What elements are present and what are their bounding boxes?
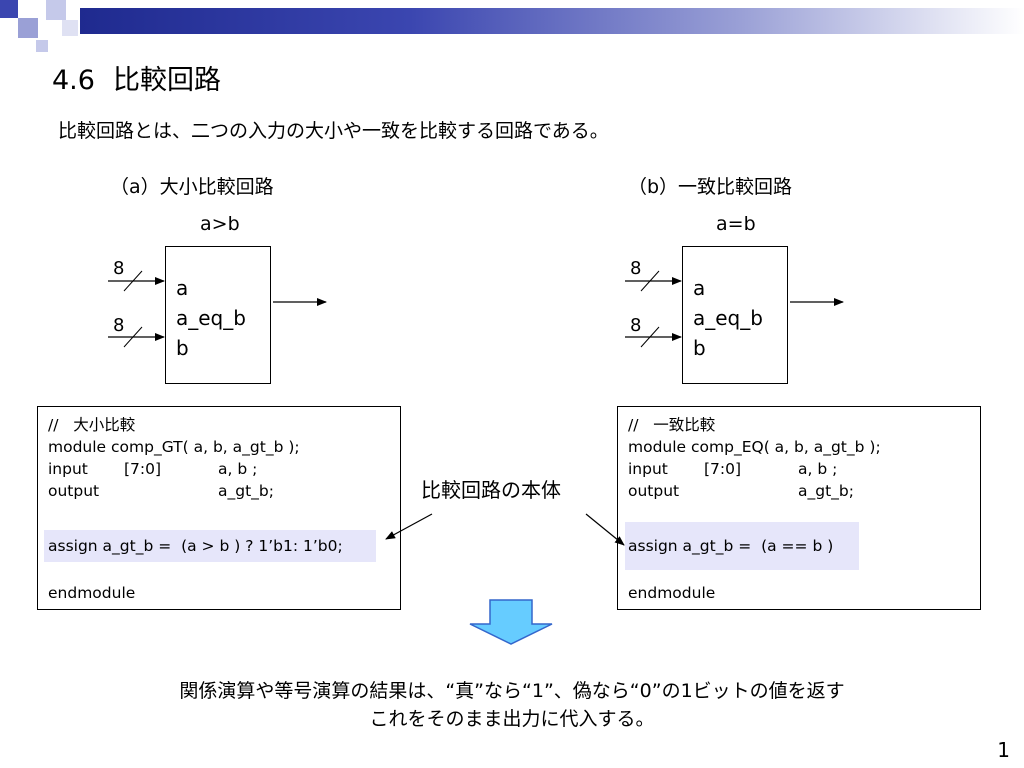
right-code-input-range: [7:0] bbox=[704, 460, 742, 478]
left-condition: a>b bbox=[200, 213, 240, 235]
decor-square-3 bbox=[46, 0, 66, 20]
bottom-text-line2: これをそのまま出力に代入する。 bbox=[369, 708, 655, 730]
right-assign-highlight bbox=[625, 522, 859, 570]
right-input-b-slash bbox=[640, 326, 660, 348]
right-code-input-kw: input bbox=[628, 460, 668, 478]
left-code-assign: assign a_gt_b = (a > b ) ? 1’b1: 1’b0; bbox=[48, 537, 343, 555]
left-code-input-ports: a, b ; bbox=[218, 460, 258, 478]
right-condition: a=b bbox=[716, 213, 756, 235]
right-port-b: b bbox=[693, 336, 706, 360]
left-code-end: endmodule bbox=[48, 584, 136, 602]
right-code-output-port: a_gt_b; bbox=[798, 482, 854, 500]
left-code-input-range: [7:0] bbox=[124, 460, 162, 478]
left-comparator-block bbox=[165, 246, 271, 384]
decor-square-5 bbox=[62, 20, 78, 36]
right-subtitle: （b）一致比較回路 bbox=[628, 176, 793, 198]
right-code-input-ports: a, b ; bbox=[798, 460, 838, 478]
left-bus-width-b: 8 bbox=[113, 315, 125, 336]
right-code-assign: assign a_gt_b = (a == b ) bbox=[628, 537, 834, 555]
callout-arrow-left bbox=[385, 513, 433, 540]
right-code-box: // 一致比較 module comp_EQ( a, b, a_gt_b ); … bbox=[617, 406, 981, 610]
right-port-out: a_eq_b bbox=[693, 306, 763, 330]
decor-square-1 bbox=[0, 0, 18, 18]
intro-text: 比較回路とは、二つの入力の大小や一致を比較する回路である。 bbox=[58, 120, 609, 142]
left-input-a-slash bbox=[123, 270, 143, 292]
title-bar bbox=[80, 8, 1024, 34]
callout-arrow-right bbox=[585, 513, 625, 546]
left-assign-highlight bbox=[44, 530, 376, 562]
right-code-comment: // 一致比較 bbox=[628, 416, 716, 434]
right-comparator-block bbox=[682, 246, 788, 384]
decor-square-2 bbox=[18, 18, 38, 38]
left-input-b-slash bbox=[123, 326, 143, 348]
left-bus-width-a: 8 bbox=[113, 258, 125, 279]
right-code-module: module comp_EQ( a, b, a_gt_b ); bbox=[628, 438, 881, 456]
right-code-output-kw: output bbox=[628, 482, 680, 500]
right-input-a-slash bbox=[640, 270, 660, 292]
bottom-text-line1: 関係演算や等号演算の結果は、“真”なら“1”、偽なら“0”の1ビットの値を返す bbox=[179, 680, 845, 702]
down-arrow-icon bbox=[469, 599, 553, 645]
left-code-input-kw: input bbox=[48, 460, 88, 478]
left-code-output-kw: output bbox=[48, 482, 100, 500]
right-bus-width-b: 8 bbox=[630, 315, 642, 336]
left-code-output-port: a_gt_b; bbox=[218, 482, 274, 500]
decor-square-4 bbox=[36, 40, 48, 52]
right-port-a: a bbox=[693, 276, 706, 300]
page-title: 4.6 比較回路 bbox=[52, 58, 221, 97]
title-number: 4.6 bbox=[52, 65, 95, 96]
page-number: 1 bbox=[997, 738, 1010, 762]
title-text: 比較回路 bbox=[112, 65, 221, 96]
left-subtitle: （a）大小比較回路 bbox=[110, 176, 274, 198]
callout-label: 比較回路の本体 bbox=[421, 478, 561, 502]
left-code-box: // 大小比較 module comp_GT( a, b, a_gt_b ); … bbox=[37, 406, 401, 610]
right-bus-width-a: 8 bbox=[630, 258, 642, 279]
left-code-module: module comp_GT( a, b, a_gt_b ); bbox=[48, 438, 300, 456]
left-port-out: a_eq_b bbox=[176, 306, 246, 330]
left-port-a: a bbox=[176, 276, 189, 300]
left-code-comment: // 大小比較 bbox=[48, 416, 136, 434]
left-port-b: b bbox=[176, 336, 189, 360]
right-code-end: endmodule bbox=[628, 584, 716, 602]
